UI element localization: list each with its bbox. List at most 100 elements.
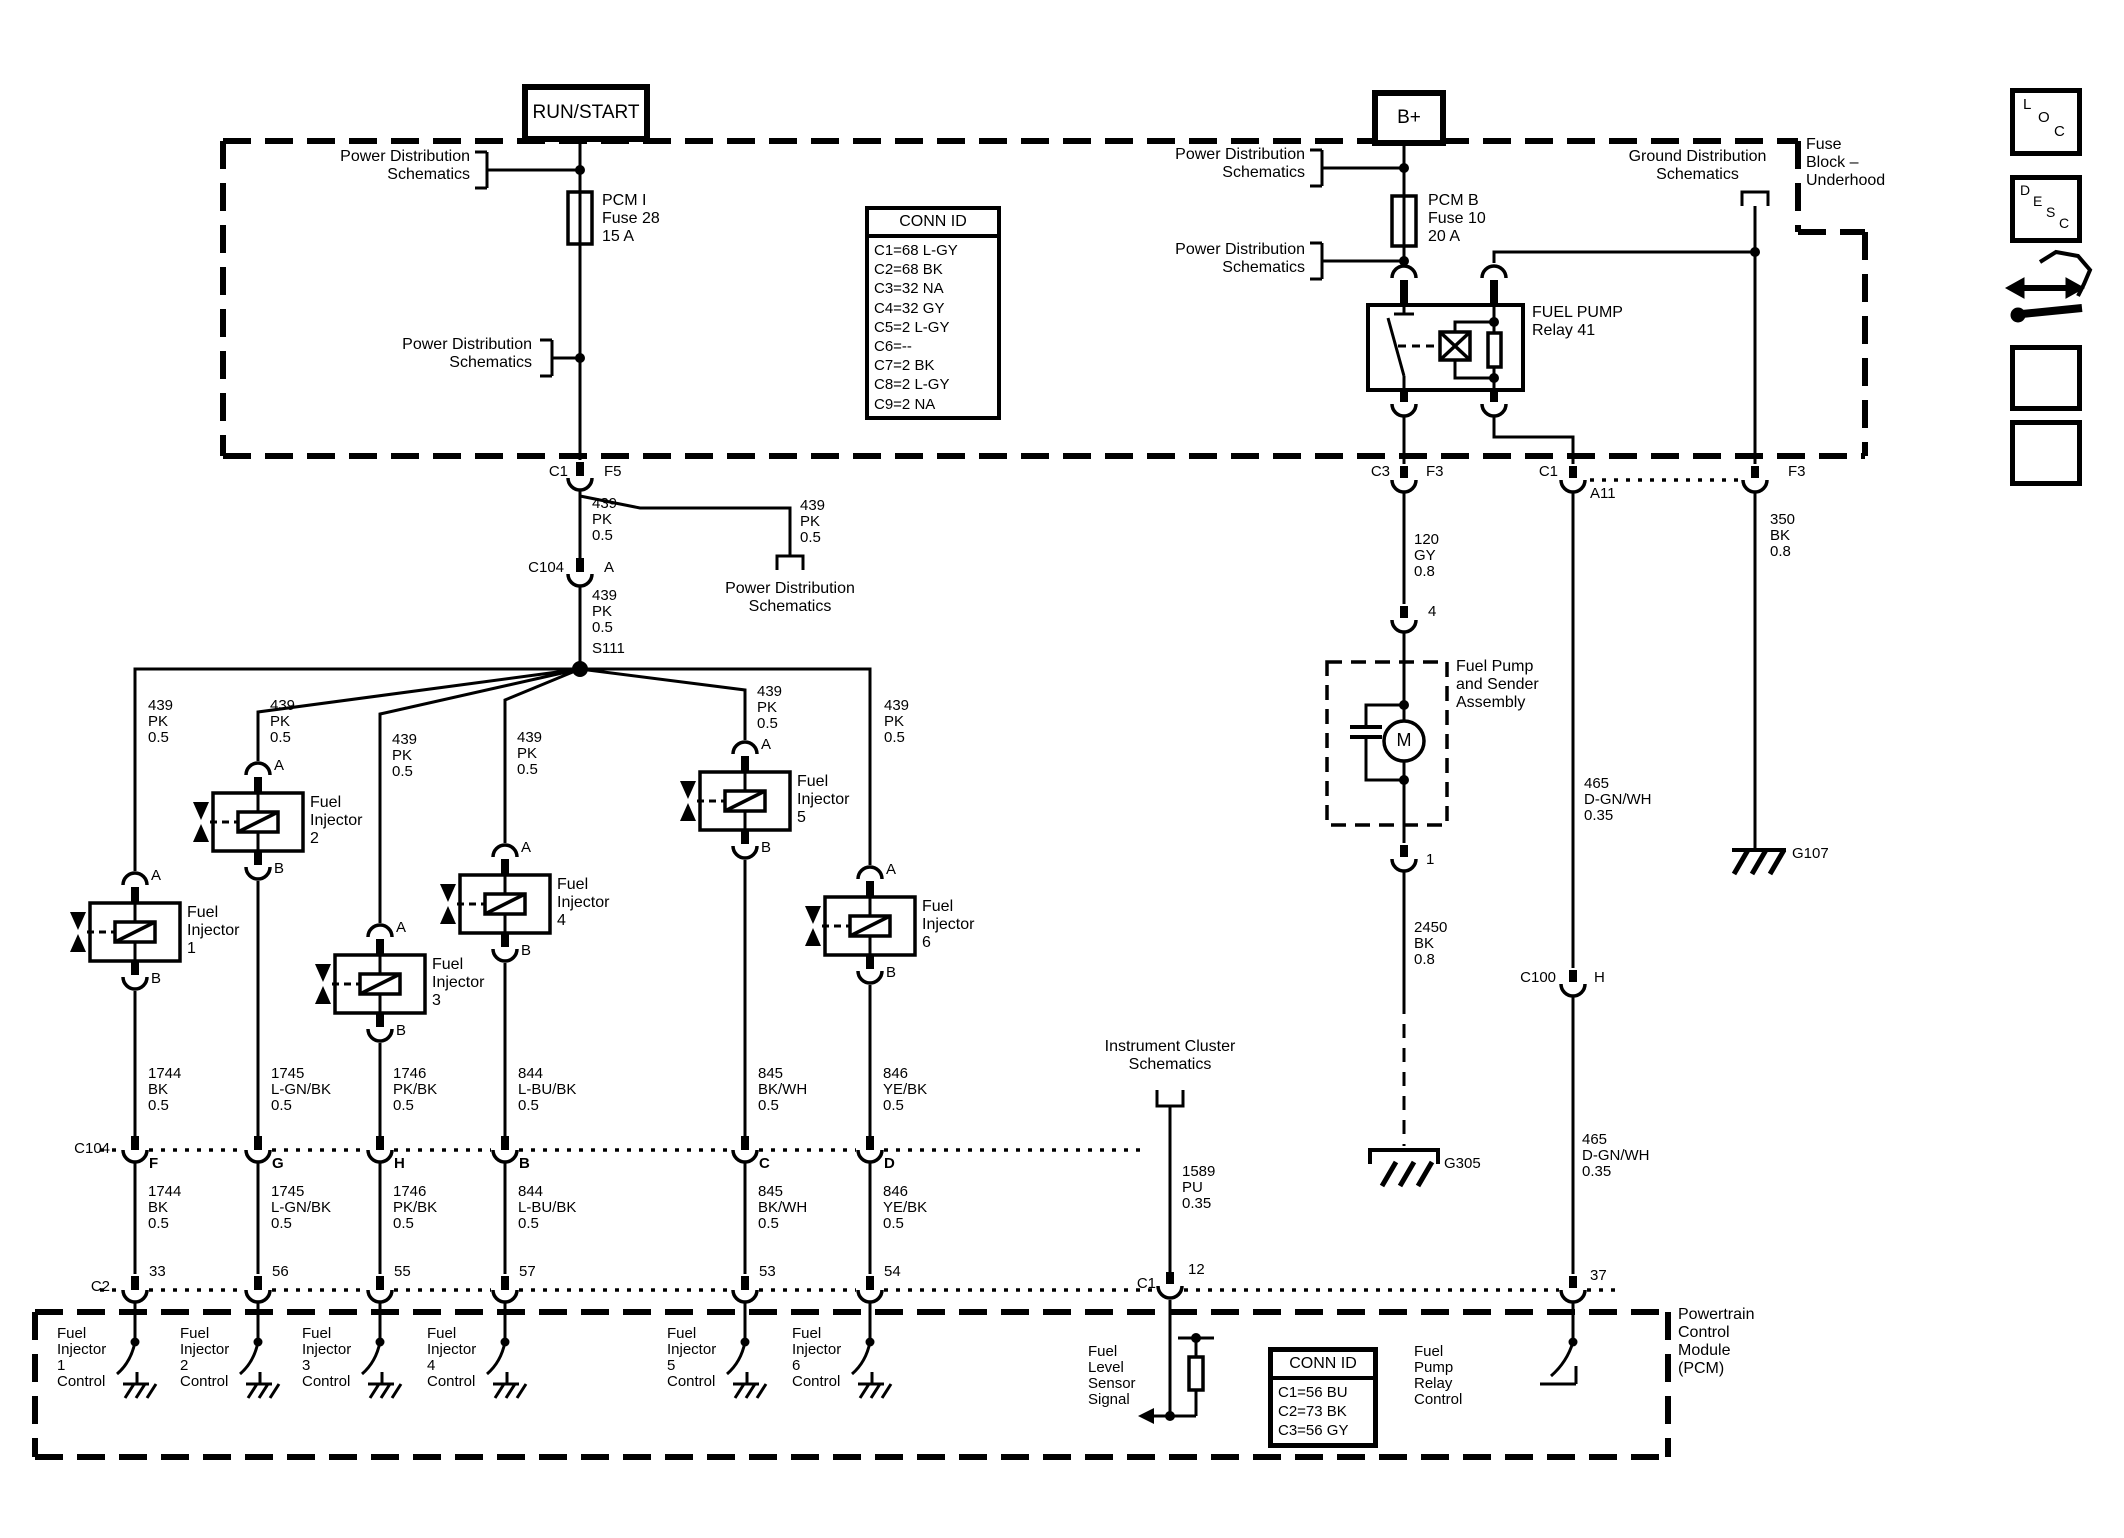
desc-button[interactable]: D E S C: [2010, 175, 2082, 243]
inj1-c2-pin: 33: [149, 1263, 166, 1280]
connector-row-c2: C2: [90, 1278, 110, 1295]
wire-2450: 2450 BK 0.8: [1414, 919, 1448, 968]
inj5-wire-upper: 845 BK/WH 0.5: [758, 1065, 808, 1114]
inj5-pin-b: B: [761, 839, 772, 856]
inj6-wire-lower: 846 YE/BK 0.5: [883, 1183, 928, 1232]
inj4-pin-a: A: [521, 839, 532, 856]
inj4-wire-upper: 844 L-BU/BK 0.5: [518, 1065, 577, 1114]
fuel-pump-relay-symbol: [1366, 303, 1525, 392]
inj5-pin-a: A: [761, 736, 772, 753]
inj6-c104-pin: D: [884, 1155, 895, 1172]
power-dist-ref-1: Power Distribution Schematics: [340, 148, 470, 183]
inj1-control: Fuel Injector 1 Control: [57, 1325, 107, 1390]
fuse-block-border: [220, 138, 1868, 459]
fuse-pcm-b-symbol: [1390, 194, 1418, 248]
pcm-switch-dots: [130, 1337, 1578, 1347]
wire-1589: 1589 PU 0.35: [1182, 1163, 1216, 1212]
wire-439-main: 439 PK 0.5: [592, 495, 618, 544]
pin-h-label: H: [1594, 969, 1605, 986]
desc-letter-d: D: [2020, 182, 2031, 198]
wire-feed-1: 439 PK 0.5: [148, 697, 174, 746]
pin-12-label: 12: [1188, 1261, 1205, 1278]
back-arrow-button[interactable]: [2010, 420, 2082, 486]
conn-id-table-pcm: CONN ID C1=56 BU C2=73 BK C3=56 GY: [1268, 1347, 1378, 1448]
fuel-pump-motor-symbol: [1382, 719, 1426, 763]
connector-c100-label: C100: [1520, 969, 1556, 986]
b-plus-box: B+: [1372, 90, 1446, 146]
relay-coil-symbol: [1438, 330, 1472, 362]
fuse-pcm-i-symbol: [566, 190, 594, 246]
inj1-pin-b: B: [151, 970, 162, 987]
wire-465-lower: 465 D-GN/WH 0.35: [1582, 1131, 1650, 1180]
capacitor-symbol: [1350, 725, 1382, 739]
connector-c3-label: C3: [1370, 463, 1390, 480]
conn-id-table-top: CONN ID C1=68 L-GY C2=68 BK C3=32 NA C4=…: [865, 206, 1001, 420]
connector-stubs: [131, 280, 1759, 1290]
desc-letter-e: E: [2033, 193, 2043, 209]
fuse-pcm-b-label: PCM B Fuse 10 20 A: [1428, 192, 1486, 245]
conn-id-pcm-title: CONN ID: [1273, 1352, 1373, 1380]
conn-id-top-rows: C1=68 L-GY C2=68 BK C3=32 NA C4=32 GY C5…: [874, 242, 958, 413]
inj6-name: Fuel Injector 6: [922, 898, 975, 951]
inj3-pin-b: B: [396, 1022, 407, 1039]
pin-37-label: 37: [1590, 1267, 1607, 1284]
pin-f3-right-label: F3: [1788, 463, 1806, 480]
splice-s111-label: S111: [592, 640, 625, 657]
inj2-control: Fuel Injector 2 Control: [180, 1325, 230, 1390]
fuse-block-name: Fuse Block – Underhood: [1806, 136, 1886, 189]
power-dist-ref-4: Power Distribution Schematics: [1175, 241, 1305, 276]
loc-letter-o: O: [2038, 109, 2050, 126]
inj6-pin-b: B: [886, 964, 897, 981]
connector-row-c104: C104: [74, 1140, 110, 1157]
inj1-wire-lower: 1744 BK 0.5: [148, 1183, 182, 1232]
ground-g107-symbol: [1731, 848, 1787, 876]
inj4-c2-pin: 57: [519, 1263, 536, 1280]
inj3-wire-lower: 1746 PK/BK 0.5: [393, 1183, 438, 1232]
pin-1-label: 1: [1426, 851, 1435, 868]
power-dist-ref-2: Power Distribution Schematics: [402, 336, 532, 371]
inj4-control: Fuel Injector 4 Control: [427, 1325, 477, 1390]
ground-g305-symbol: [1368, 1148, 1440, 1188]
relay-resistor-symbol: [1486, 331, 1503, 369]
pin-f3-label: F3: [1426, 463, 1444, 480]
connector-c1-a11-label: C1: [1538, 463, 1558, 480]
wire-120: 120 GY 0.8: [1414, 531, 1440, 580]
pcm-border: [32, 1309, 1671, 1460]
power-dist-ref-branch: Power Distribution Schematics: [725, 580, 855, 615]
inj1-pin-a: A: [151, 867, 162, 884]
wire-feed-6: 439 PK 0.5: [884, 697, 910, 746]
b-plus-label: B+: [1397, 107, 1421, 128]
motor-m-label: M: [1396, 730, 1412, 750]
injector-valve-icons: [70, 781, 821, 1004]
wire-439-branch: 439 PK 0.5: [800, 497, 826, 546]
connector-arcs: [121, 264, 1769, 1304]
inj5-c2-pin: 53: [759, 1263, 776, 1280]
pin-f5-label: F5: [604, 463, 622, 480]
wire-feed-2: 439 PK 0.5: [270, 697, 296, 746]
inj4-name: Fuel Injector 4: [557, 876, 610, 929]
nav-tool-icon[interactable]: [2004, 249, 2093, 323]
inline-connector-rows: [100, 478, 1742, 1292]
inj2-pin-a: A: [274, 757, 285, 774]
next-arrow-button[interactable]: [2010, 345, 2082, 411]
fuel-injector-symbols: [88, 770, 917, 1015]
fuel-level-sensor-signal-label: Fuel Level Sensor Signal: [1088, 1343, 1136, 1408]
wire-feed-4: 439 PK 0.5: [517, 729, 543, 778]
wire-350: 350 BK 0.8: [1770, 511, 1796, 560]
fuse-pcm-i-label: PCM I Fuse 28 15 A: [602, 192, 660, 245]
inj1-c104-pin: F: [149, 1155, 159, 1172]
ground-g305-label: G305: [1444, 1155, 1481, 1172]
inj4-wire-lower: 844 L-BU/BK 0.5: [518, 1183, 577, 1232]
inj2-name: Fuel Injector 2: [310, 794, 363, 847]
instrument-cluster-ref: Instrument Cluster Schematics: [1104, 1038, 1236, 1073]
signal-arrow-icon: [1138, 1408, 1154, 1424]
inj1-name: Fuel Injector 1: [187, 904, 240, 957]
inj6-wire-upper: 846 YE/BK 0.5: [883, 1065, 928, 1114]
loc-button[interactable]: L O C: [2010, 88, 2082, 156]
connector-c104-label: C104: [528, 559, 564, 576]
fuel-pump-relay-control-switch: [1540, 1341, 1578, 1386]
power-dist-ref-3: Power Distribution Schematics: [1175, 146, 1305, 181]
inj3-pin-a: A: [396, 919, 407, 936]
